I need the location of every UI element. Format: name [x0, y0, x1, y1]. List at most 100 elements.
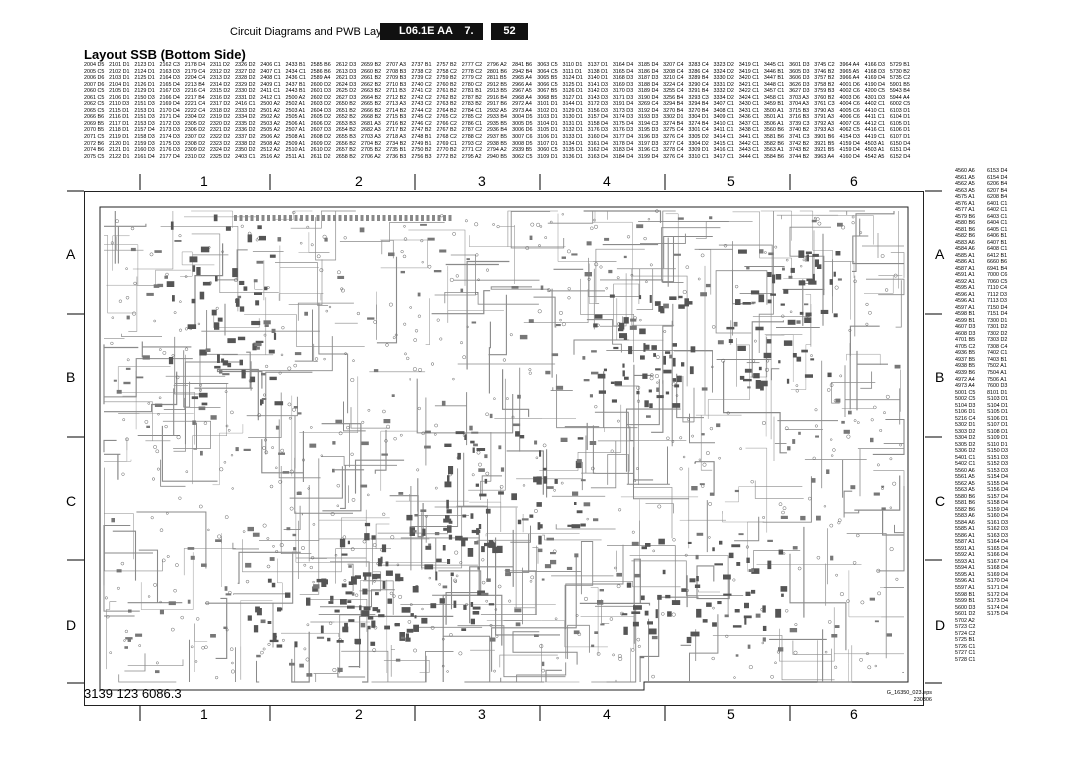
reference-entry: 2735 B1 [386, 147, 407, 154]
grid-row-label-right: A [935, 246, 945, 262]
reference-entry: 2625 D2 [335, 88, 357, 95]
reference-entry: 2501 A2 [260, 107, 281, 114]
reference-entry: 6106 D1 [889, 127, 911, 134]
reference-entry: 2217 B4 [184, 94, 205, 101]
reference-entry: 4563 A5 [955, 187, 975, 194]
reference-entry: 5943 B4 [889, 88, 910, 95]
reference-entry: 2503 A1 [285, 107, 306, 114]
reference-entry: S171 D4 [987, 585, 1008, 591]
reference-entry: 2509 A1 [285, 140, 306, 147]
reference-entry: 3062 C5 [512, 153, 533, 160]
reference-entry: S168 D4 [987, 565, 1008, 572]
reference-entry: 2779 C2 [461, 75, 483, 82]
reference-entry: 3275 C4 [663, 127, 684, 134]
reference-entry: 2765 C2 [436, 114, 457, 121]
reference-entry: 2406 C1 [260, 62, 281, 68]
reference-entry: 7301 D2 [987, 324, 1008, 331]
reference-entry: 3760 B2 [814, 94, 835, 101]
reference-entry: 3126 D1 [562, 88, 583, 95]
reference-entry: 2611 D2 [310, 153, 331, 160]
reference-entry: S159 D4 [987, 506, 1008, 513]
reference-entry: 2516 A2 [260, 153, 281, 160]
reference-entry: 2783 B2 [461, 101, 482, 108]
reference-entry: 7113 D3 [987, 298, 1007, 305]
reference-entry: 3178 D4 [612, 140, 634, 147]
reference-entry: 2179 C4 [184, 68, 206, 75]
reference-entry: S105 D1 [987, 409, 1008, 416]
reference-entry: 4596 A1 [955, 298, 975, 305]
reference-entry: 2662 B2 [361, 81, 382, 88]
reference-entry: 5901 B5 [889, 81, 910, 88]
reference-entry: 3104 D1 [537, 120, 558, 127]
reference-entry: 3255 C4 [663, 88, 684, 95]
reference-entry: 3068 B5 [537, 94, 558, 101]
reference-entry: 5726 C1 [955, 643, 976, 650]
reference-entry: 2436 C1 [285, 75, 306, 82]
reference-entry: 4973 A4 [955, 383, 975, 390]
reference-entry: 5725 B1 [955, 637, 976, 644]
reference-entry: 3130 D1 [562, 114, 583, 121]
reference-entry: 5591 A1 [955, 545, 975, 552]
reference-entry: 2171 D4 [159, 114, 180, 121]
reference-entry: 4503 A1 [864, 147, 885, 154]
reference-entry: 3278 C4 [663, 147, 684, 154]
reference-entry: 4410 C1 [864, 107, 886, 114]
reference-entry: 3436 C1 [738, 114, 760, 121]
reference-entry: 2767 B2 [436, 127, 457, 134]
reference-entry: 2007 D6 [84, 81, 105, 88]
reference-entry: 3304 D1 [688, 114, 709, 121]
reference-entry: 5581 B6 [955, 500, 976, 507]
reference-entry: 7504 A1 [987, 369, 1007, 376]
reference-entry: 2938 B5 [486, 140, 507, 147]
reference-entry: 2770 B2 [436, 147, 457, 154]
reference-entry: 2505 A2 [260, 127, 281, 134]
reference-entry: 2304 D2 [184, 114, 206, 121]
reference-entry: 2103 D1 [109, 75, 130, 82]
reference-entry: 3125 D1 [562, 81, 583, 88]
reference-row: 5724 C2 [955, 631, 1035, 638]
reference-entry: 3703 A3 [789, 94, 809, 101]
reference-entry: 2102 D1 [109, 68, 130, 75]
file-name: G_16350_023.eps [886, 690, 932, 696]
reference-entry: 3141 D3 [587, 81, 609, 88]
reference-entry: 3408 C1 [713, 107, 734, 114]
reference-entry: 3183 D4 [612, 147, 634, 154]
reference-entry: 2178 D4 [184, 62, 206, 68]
reference-entry: 3323 D2 [713, 62, 734, 68]
reference-entry: 3193 D3 [638, 114, 659, 121]
reference-entry: 3601 D3 [789, 62, 810, 68]
reference-entry: 2328 D2 [235, 75, 256, 82]
reference-entry: 5306 D2 [955, 448, 976, 455]
reference-entry: 2935 B5 [486, 120, 507, 127]
reference-entry: 2745 C2 [411, 114, 432, 121]
reference-entry: 2768 C2 [436, 134, 457, 141]
reference-entry: 2071 C5 [84, 134, 105, 141]
reference-entry: 2621 D3 [335, 75, 357, 82]
reference-entry: 2170 D4 [159, 107, 180, 114]
reference-entry: 3443 C1 [738, 147, 760, 154]
reference-entry: 3790 A3 [814, 107, 835, 114]
reference-entry: 3745 C2 [814, 62, 835, 68]
reference-entry: 3269 C4 [638, 101, 659, 108]
reference-entry: 2500 A2 [260, 101, 281, 108]
reference-entry: 3137 D1 [587, 62, 609, 68]
reference-entry: 2942 B4 [512, 68, 533, 75]
reference-entry: 2737 B1 [411, 62, 432, 68]
reference-entry: 2129 D1 [134, 88, 155, 95]
reference-entry: 2706 A2 [361, 153, 381, 160]
reference-entry: 3277 C4 [663, 140, 684, 147]
reference-entry: 2213 B4 [184, 81, 205, 88]
reference-entry: 2666 B2 [361, 107, 382, 114]
